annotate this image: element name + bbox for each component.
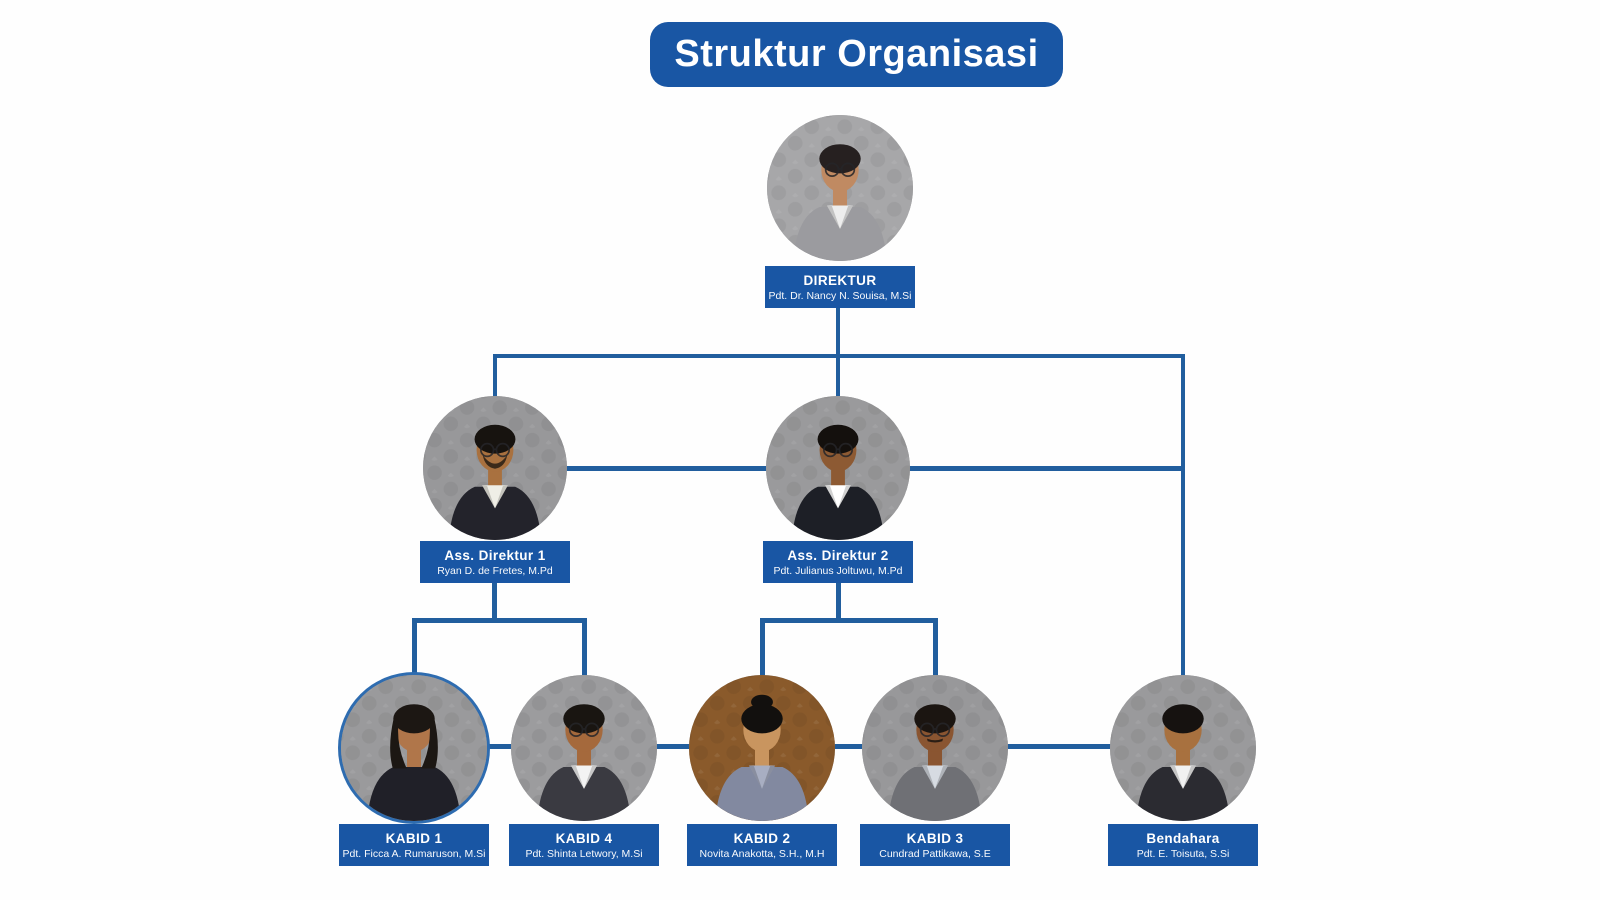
kabid-4-photo [511,675,657,821]
kabid-3-label-box: KABID 3 Cundrad Pattikawa, S.E [860,824,1010,866]
kabid-1-photo [341,675,487,821]
kabid-3-name: Cundrad Pattikawa, S.E [879,847,991,860]
kabid-2-label-box: KABID 2 Novita Anakotta, S.H., M.H [687,824,837,866]
direktur-role: DIREKTUR [803,272,877,288]
kabid-3-role: KABID 3 [906,830,964,846]
ass-direktur-2-label-box: Ass. Direktur 2 Pdt. Julianus Joltuwu, M… [763,541,913,583]
kabid-1-name: Pdt. Ficca A. Rumaruson, M.Si [342,847,486,860]
connector-ass2-down [836,580,841,622]
connector-row3-left [412,618,587,623]
connector-to-bendahara [1181,354,1185,680]
kabid-2-role: KABID 2 [733,830,791,846]
bendahara-role: Bendahara [1146,830,1220,846]
chart-title-box: Struktur Organisasi [650,22,1063,87]
connector-direktur-down [836,306,840,358]
kabid-3-photo [862,675,1008,821]
ass-direktur-1-role: Ass. Direktur 1 [444,547,546,563]
kabid-2-photo [689,675,835,821]
direktur-photo [767,115,913,261]
kabid-1-role: KABID 1 [385,830,443,846]
bendahara-photo [1110,675,1256,821]
ass-direktur-1-name: Ryan D. de Fretes, M.Pd [437,564,553,577]
ass-direktur-2-role: Ass. Direktur 2 [787,547,889,563]
bendahara-label-box: Bendahara Pdt. E. Toisuta, S.Si [1108,824,1258,866]
ass-direktur-1-photo [423,396,567,540]
direktur-name: Pdt. Dr. Nancy N. Souisa, M.Si [768,289,912,302]
kabid-1-label-box: KABID 1 Pdt. Ficca A. Rumaruson, M.Si [339,824,489,866]
connector-ass1-down [492,580,497,622]
kabid-4-name: Pdt. Shinta Letwory, M.Si [525,847,643,860]
direktur-label-box: DIREKTUR Pdt. Dr. Nancy N. Souisa, M.Si [765,266,915,308]
ass-direktur-2-name: Pdt. Julianus Joltuwu, M.Pd [773,564,903,577]
kabid-4-label-box: KABID 4 Pdt. Shinta Letwory, M.Si [509,824,659,866]
kabid-4-role: KABID 4 [555,830,613,846]
kabid-2-name: Novita Anakotta, S.H., M.H [699,847,825,860]
ass-direktur-2-photo [766,396,910,540]
bendahara-name: Pdt. E. Toisuta, S.Si [1136,847,1230,860]
ass-direktur-1-label-box: Ass. Direktur 1 Ryan D. de Fretes, M.Pd [420,541,570,583]
connector-row3-right [760,618,938,623]
chart-title: Struktur Organisasi [674,33,1039,75]
